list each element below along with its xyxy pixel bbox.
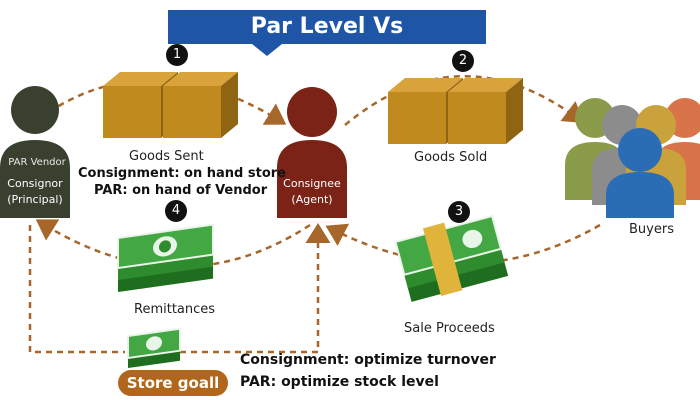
consignment-goal-note: Consignment: optimize turnover — [240, 352, 496, 368]
goods-sent-boxes — [103, 72, 238, 138]
consignee-label: Consignee (Agent) — [277, 176, 347, 208]
store-goal-badge: Store goall — [118, 370, 228, 396]
title-pointer — [252, 44, 282, 56]
sale-proceeds-money-icon — [394, 214, 509, 302]
consignee-line1: Consignee — [283, 177, 341, 190]
goods-sold-arrow — [344, 75, 585, 126]
consignee-line2: (Agent) — [291, 193, 333, 206]
goods-sold-label: Goods Sold — [414, 150, 488, 165]
step-badge-3: 3 — [448, 201, 470, 223]
buyers-label: Buyers — [629, 222, 674, 237]
sale-proceeds-arrow — [325, 223, 601, 265]
store-goal-line-left — [28, 225, 125, 354]
step-badge-4: 4 — [165, 200, 187, 222]
buyers-figure — [565, 98, 700, 218]
step-badge-1: 1 — [166, 44, 188, 66]
goods-sold-boxes — [388, 78, 523, 144]
consignor-figure — [0, 86, 70, 218]
step-badge-2: 2 — [452, 50, 474, 72]
consignor-line1: Consignor — [7, 177, 63, 190]
page-title: Par Level Vs Consignment — [168, 10, 486, 73]
remittances-arrow — [35, 219, 311, 268]
remittances-label: Remittances — [134, 302, 216, 317]
remittances-money-icon — [117, 223, 214, 292]
consignor-label: Consignor (Principal) — [0, 176, 70, 208]
consignee-figure — [277, 87, 347, 218]
store-goal-line-right — [180, 223, 331, 354]
goods-sent-label: Goods Sent — [129, 149, 204, 164]
consignor-line2: (Principal) — [7, 193, 63, 206]
consignment-onhand-note: Consignment: on hand store — [78, 166, 286, 181]
par-goal-note: PAR: optimize stock level — [240, 374, 439, 390]
par-onhand-note: PAR: on hand of Vendor — [94, 183, 268, 198]
par-vendor-label: PAR Vendor — [8, 157, 66, 168]
sale-proceeds-label: Sale Proceeds — [404, 321, 495, 336]
store-goal-money-icon — [127, 327, 181, 368]
